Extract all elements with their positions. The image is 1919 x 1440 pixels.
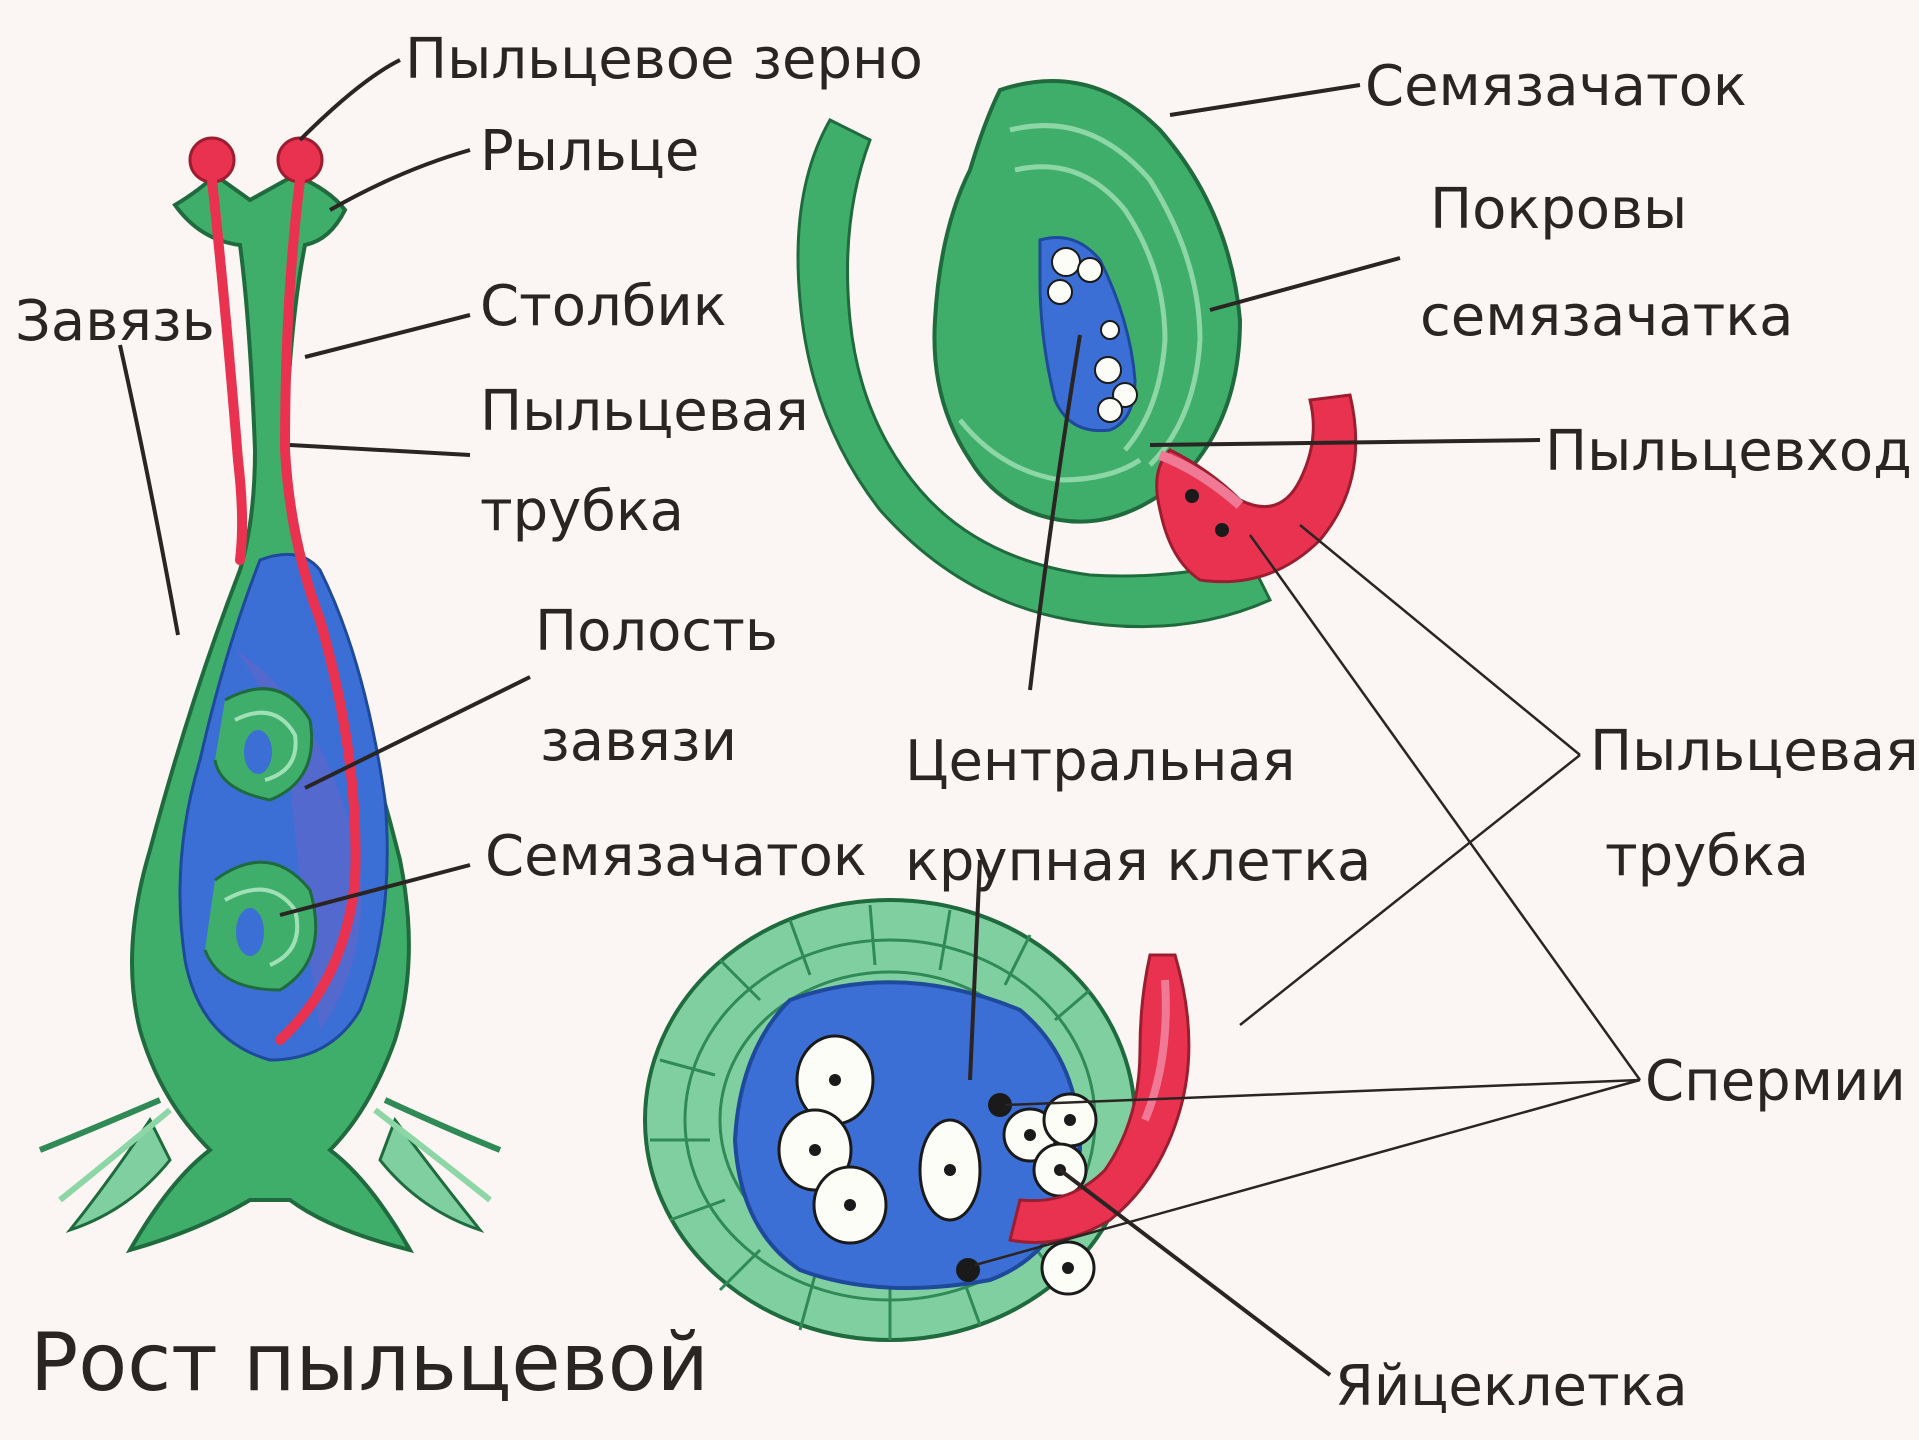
sperm-nucleus-2 bbox=[956, 1258, 980, 1282]
label-micropyle: Пыльцевход bbox=[1545, 419, 1912, 484]
label-pollen-tube-left-2: трубка bbox=[480, 479, 684, 544]
ovule-sperm-2 bbox=[1215, 523, 1229, 537]
label-ovule-left: Семязачаток bbox=[485, 824, 867, 889]
ovule-sperm-1 bbox=[1185, 489, 1199, 503]
label-pollen-tube-right-2: трубка bbox=[1605, 824, 1809, 889]
label-pollen-grain: Пыльцевое зерно bbox=[405, 27, 923, 92]
label-egg-cell: Яйцеклетка bbox=[1335, 1354, 1688, 1419]
pistil-ovule-upper bbox=[215, 689, 312, 800]
label-pollen-tube-left-1: Пыльцевая bbox=[480, 379, 809, 444]
caption: Рост пыльцевой bbox=[30, 1316, 709, 1409]
label-ovary: Завязь bbox=[15, 289, 215, 354]
label-central-cell-2: крупная клетка bbox=[905, 829, 1371, 894]
label-integuments-2: семязачатка bbox=[1420, 284, 1793, 349]
label-ovary-cavity-2: завязи bbox=[540, 709, 737, 774]
label-ovule-top: Семязачаток bbox=[1365, 54, 1747, 119]
label-sperm: Спермии bbox=[1645, 1049, 1906, 1114]
label-pollen-tube-right-1: Пыльцевая bbox=[1590, 719, 1919, 784]
embryo-sac-illustration bbox=[645, 900, 1189, 1340]
label-central-cell-1: Центральная bbox=[905, 729, 1295, 794]
label-stigma: Рыльце bbox=[480, 119, 699, 184]
label-ovary-cavity-1: Полость bbox=[535, 599, 778, 664]
label-integuments-1: Покровы bbox=[1430, 177, 1687, 242]
pistil-ovule-lower bbox=[205, 862, 316, 990]
label-style: Столбик bbox=[480, 274, 727, 339]
